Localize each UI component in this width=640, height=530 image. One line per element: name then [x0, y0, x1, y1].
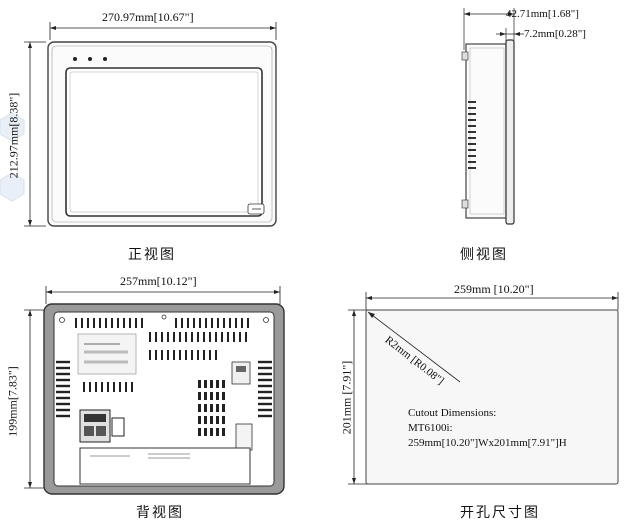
cutout-rect [365, 309, 619, 485]
cutout-view-drawing [348, 292, 619, 485]
cutout-width-label: 259mm [10.20"] [454, 282, 534, 296]
back-bottom-bar [79, 447, 251, 485]
cutout-view-caption: 开孔尺寸图 [460, 505, 540, 521]
cutout-note-title: Cutout Dimensions: [408, 407, 497, 419]
side-depth-label: 42.71mm[1.68"] [506, 8, 579, 20]
back-height-label: 199mm[7.83"] [5, 366, 20, 437]
back-view-drawing [24, 286, 285, 495]
front-view: 270.97mm[10.67"] 212.97mm[8.38"] 正视图 [0, 0, 300, 270]
cutout-note: Cutout Dimensions: MT6100i: 259mm[10.20"… [408, 406, 567, 451]
run-led-icon [88, 57, 92, 61]
back-vent-grid [198, 380, 225, 436]
side-view-drawing [461, 8, 524, 225]
power-led-icon [73, 57, 77, 61]
back-connector-block [231, 361, 251, 385]
side-vent-slots [468, 101, 476, 169]
front-view-caption: 正视图 [128, 247, 176, 263]
back-label-area [77, 333, 137, 375]
back-view-caption: 背视图 [136, 505, 184, 521]
side-view-caption: 侧视图 [460, 247, 508, 263]
front-height-label: 212.97mm[8.38"] [6, 92, 21, 179]
side-bezel [505, 39, 515, 225]
back-terminal-block [235, 423, 253, 451]
cutout-note-model: MT6100i: [408, 422, 453, 434]
back-top-vents [75, 318, 249, 328]
back-view: 257mm[10.12"] 199mm[7.83"] 背视图 [0, 270, 300, 530]
back-side-vents [56, 360, 272, 418]
cutout-height-label: 201mm [7.91"] [339, 360, 354, 435]
front-screen [65, 67, 263, 217]
front-width-label: 270.97mm[10.67"] [102, 10, 194, 24]
side-view: 42.71mm[1.68"] 7.2mm[0.28"] 侧视图 [440, 0, 640, 270]
back-width-label: 257mm[10.12"] [120, 274, 197, 288]
front-view-drawing [0, 22, 277, 227]
cutout-view: 259mm [10.20"] 201mm [7.91"] R2mm [R0.08… [320, 270, 640, 530]
comm-led-icon [103, 57, 107, 61]
side-bezel-label: 7.2mm[0.28"] [524, 28, 586, 40]
cutout-note-size: 259mm[10.20"]Wx201mm[7.91"]H [408, 437, 567, 449]
